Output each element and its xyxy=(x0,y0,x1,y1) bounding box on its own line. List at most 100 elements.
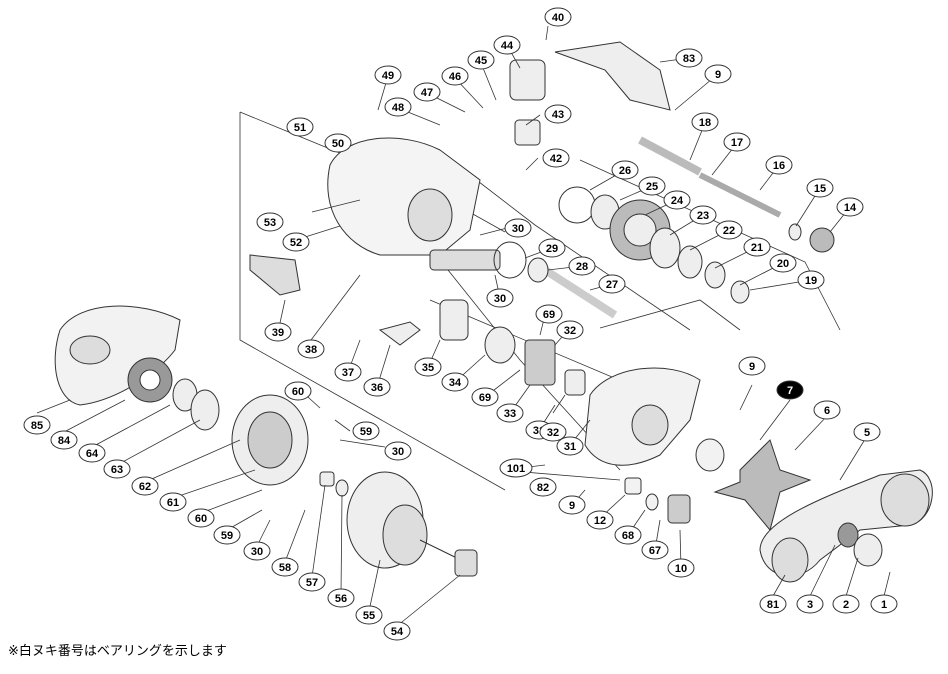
callout-24: 24 xyxy=(663,190,691,210)
svg-text:38: 38 xyxy=(305,344,317,356)
svg-text:46: 46 xyxy=(449,71,461,83)
callout-48: 48 xyxy=(384,97,412,117)
callout-51: 51 xyxy=(286,117,314,137)
svg-text:23: 23 xyxy=(697,210,709,222)
callout-54: 54 xyxy=(383,621,411,641)
svg-text:36: 36 xyxy=(371,382,383,394)
callout-52: 52 xyxy=(282,232,310,252)
callout-69: 69 xyxy=(471,387,499,407)
svg-text:2: 2 xyxy=(843,599,849,611)
callout-58: 58 xyxy=(271,557,299,577)
side-plate-part xyxy=(54,305,181,406)
svg-text:45: 45 xyxy=(475,55,487,67)
callout-39: 39 xyxy=(264,322,292,342)
svg-text:83: 83 xyxy=(683,53,695,65)
callout-59: 59 xyxy=(352,421,380,441)
callout-2: 2 xyxy=(832,594,860,614)
callout-44: 44 xyxy=(493,35,521,55)
svg-text:29: 29 xyxy=(546,243,558,255)
callout-82: 82 xyxy=(529,477,557,497)
svg-text:37: 37 xyxy=(342,367,354,379)
callout-30: 30 xyxy=(243,541,271,561)
svg-text:52: 52 xyxy=(290,237,302,249)
svg-text:63: 63 xyxy=(111,464,123,476)
callout-10: 10 xyxy=(667,558,695,578)
callout-46: 46 xyxy=(441,66,469,86)
callout-32: 32 xyxy=(539,422,567,442)
svg-text:39: 39 xyxy=(272,327,284,339)
callout-43: 43 xyxy=(544,104,572,124)
callout-34: 34 xyxy=(441,372,469,392)
callout-50: 50 xyxy=(324,133,352,153)
callout-20: 20 xyxy=(769,253,797,273)
svg-text:18: 18 xyxy=(699,117,711,129)
callout-23: 23 xyxy=(689,205,717,225)
svg-text:67: 67 xyxy=(649,545,661,557)
callout-57: 57 xyxy=(298,572,326,592)
callout-63: 63 xyxy=(103,459,131,479)
callout-37: 37 xyxy=(334,362,362,382)
callout-59: 59 xyxy=(213,525,241,545)
svg-text:69: 69 xyxy=(543,309,555,321)
callout-27: 27 xyxy=(598,274,626,294)
callout-40: 40 xyxy=(544,7,572,27)
svg-text:68: 68 xyxy=(622,530,634,542)
callout-33: 33 xyxy=(496,403,524,423)
svg-text:26: 26 xyxy=(619,165,631,177)
callout-31: 31 xyxy=(556,436,584,456)
svg-text:25: 25 xyxy=(646,181,658,193)
svg-text:15: 15 xyxy=(814,183,826,195)
left-cluster-parts xyxy=(127,357,478,577)
svg-text:55: 55 xyxy=(363,610,375,622)
top-cover-part xyxy=(509,41,671,146)
svg-text:35: 35 xyxy=(422,362,434,374)
callout-12: 12 xyxy=(586,510,614,530)
svg-text:59: 59 xyxy=(360,426,372,438)
svg-text:69: 69 xyxy=(479,392,491,404)
svg-text:22: 22 xyxy=(723,225,735,237)
callout-9: 9 xyxy=(704,64,732,84)
callout-17: 17 xyxy=(723,132,751,152)
svg-text:31: 31 xyxy=(564,441,576,453)
callout-85: 85 xyxy=(23,415,51,435)
svg-text:16: 16 xyxy=(773,160,785,172)
svg-text:60: 60 xyxy=(292,386,304,398)
svg-text:5: 5 xyxy=(864,427,870,439)
callout-47: 47 xyxy=(413,82,441,102)
callout-15: 15 xyxy=(806,178,834,198)
callout-60: 60 xyxy=(284,381,312,401)
svg-text:54: 54 xyxy=(391,626,404,638)
handle-part xyxy=(759,469,933,583)
svg-text:64: 64 xyxy=(86,448,99,460)
svg-text:14: 14 xyxy=(844,202,857,214)
svg-text:21: 21 xyxy=(751,242,763,254)
callout-26: 26 xyxy=(611,160,639,180)
svg-text:32: 32 xyxy=(547,427,559,439)
svg-text:1: 1 xyxy=(881,599,887,611)
callout-81: 81 xyxy=(759,594,787,614)
svg-text:59: 59 xyxy=(221,530,233,542)
svg-text:30: 30 xyxy=(251,546,263,558)
callout-7: 7 xyxy=(776,380,804,400)
callout-30: 30 xyxy=(504,218,532,238)
callout-9: 9 xyxy=(558,495,586,515)
callout-22: 22 xyxy=(715,220,743,240)
callout-32: 32 xyxy=(556,320,584,340)
callout-1: 1 xyxy=(870,594,898,614)
svg-text:19: 19 xyxy=(805,275,817,287)
svg-text:10: 10 xyxy=(675,563,687,575)
svg-text:82: 82 xyxy=(537,482,549,494)
callouts: 4044454647494851504342839181716151426252… xyxy=(23,7,898,641)
callout-16: 16 xyxy=(765,155,793,175)
callout-60: 60 xyxy=(187,508,215,528)
svg-text:49: 49 xyxy=(382,70,394,82)
callout-53: 53 xyxy=(256,212,284,232)
svg-text:58: 58 xyxy=(279,562,291,574)
svg-text:84: 84 xyxy=(58,435,71,447)
svg-text:9: 9 xyxy=(569,500,575,512)
callout-28: 28 xyxy=(568,256,596,276)
callout-62: 62 xyxy=(131,476,159,496)
callout-25: 25 xyxy=(638,176,666,196)
svg-text:101: 101 xyxy=(507,463,525,475)
svg-text:17: 17 xyxy=(731,137,743,149)
